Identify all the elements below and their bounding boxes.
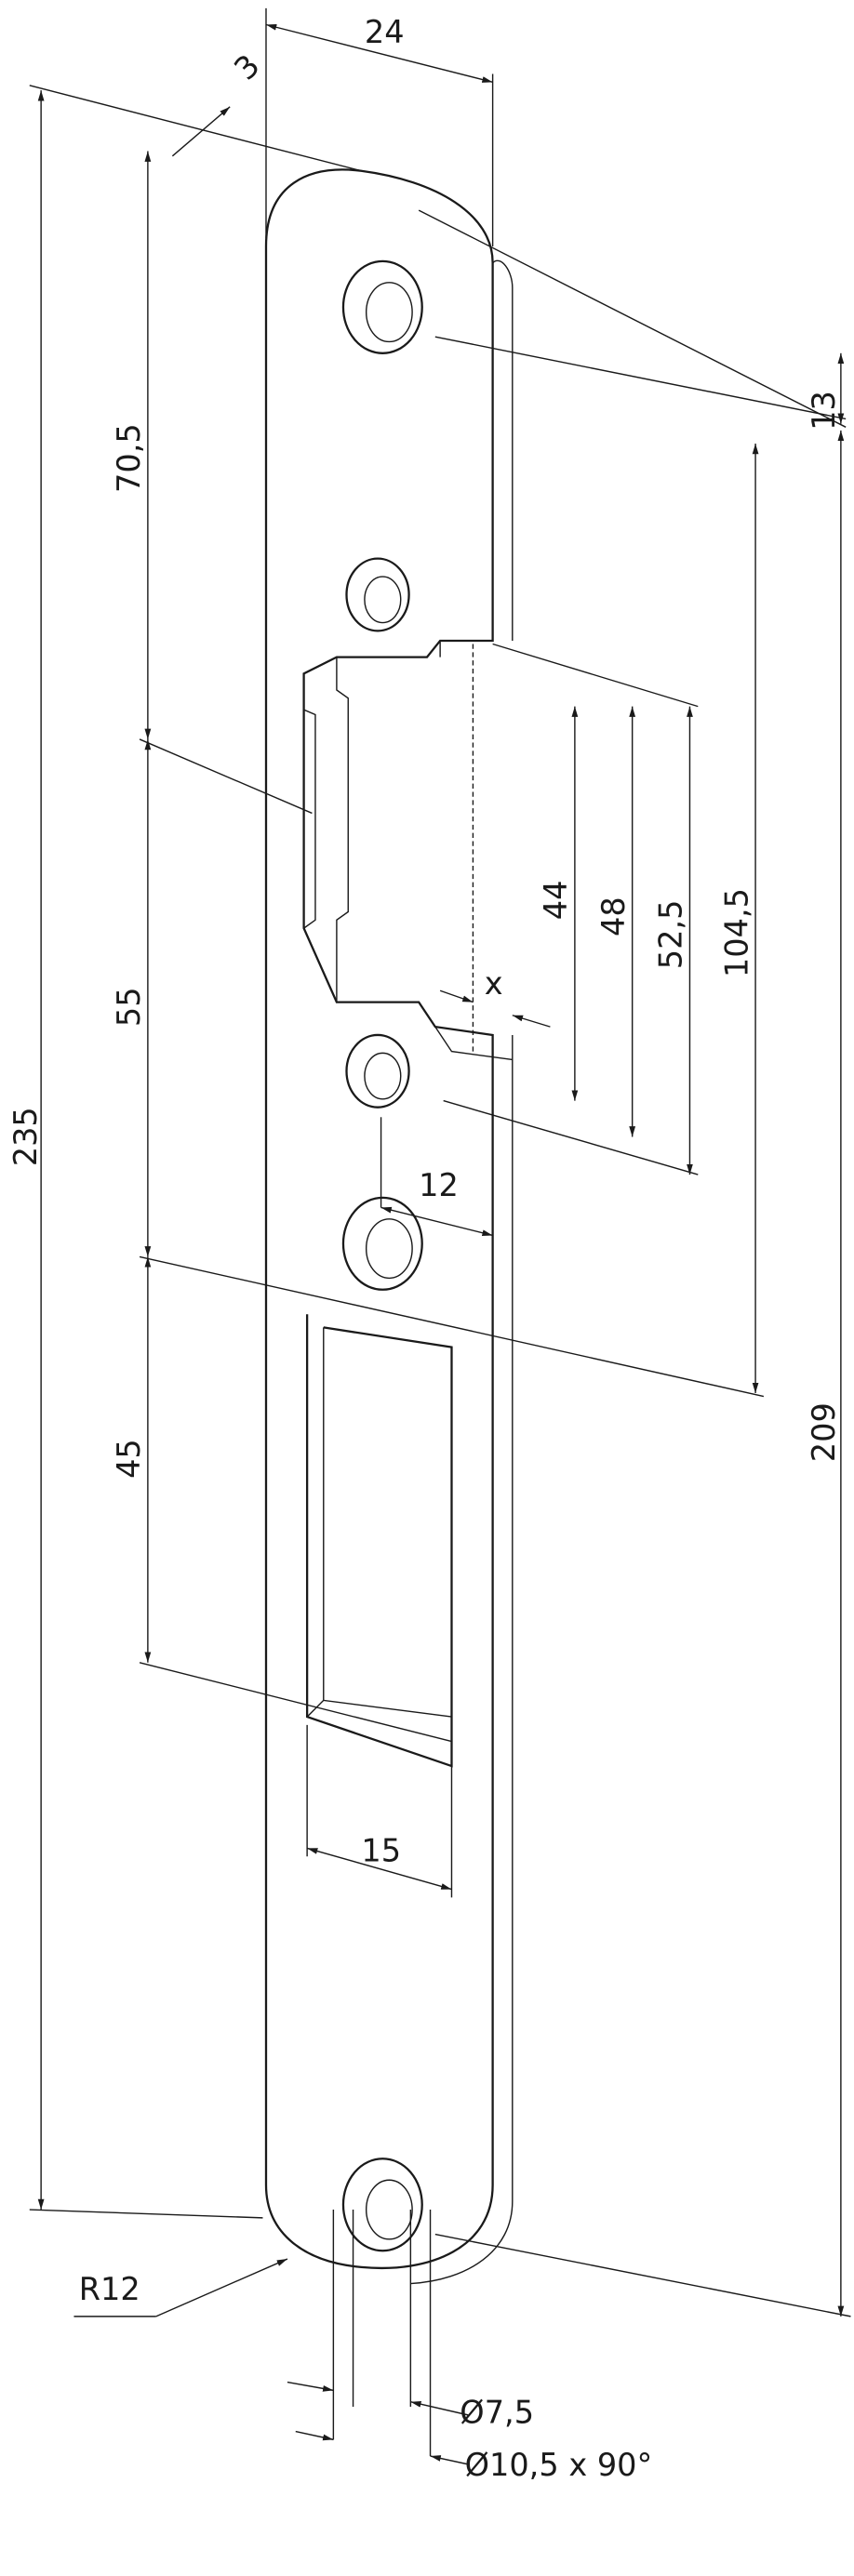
dim-52-5: 52,5 [653,900,689,970]
screw-hole-upper [345,557,410,632]
dim-countersink: Ø10,5 x 90° [465,2447,653,2483]
dim-15: 15 [361,1833,401,1869]
screw-hole-lower [345,1033,410,1109]
dim-12: 12 [419,1167,459,1203]
dim-44: 44 [538,881,574,921]
dimension-lines [37,23,845,2465]
strike-plate [264,168,514,2285]
dim-24: 24 [365,14,405,50]
dim-x: x [485,965,503,1002]
extension-lines [29,7,851,2457]
dim-70-5: 70,5 [111,423,147,493]
dim-45: 45 [111,1439,147,1479]
dim-209: 209 [806,1402,842,1462]
dim-13: 13 [806,391,842,431]
screw-hole-top [341,259,423,354]
dim-55: 55 [111,987,147,1027]
dim-hole-diameter: Ø7,5 [460,2395,534,2431]
dim-3: 3 [227,47,267,87]
dim-r12: R12 [79,2271,140,2307]
screw-hole-bottom [341,2158,423,2252]
screw-hole-mid [341,1196,423,1291]
dim-48: 48 [595,896,632,936]
dim-104-5: 104,5 [718,888,754,977]
dim-235: 235 [7,1107,44,1166]
